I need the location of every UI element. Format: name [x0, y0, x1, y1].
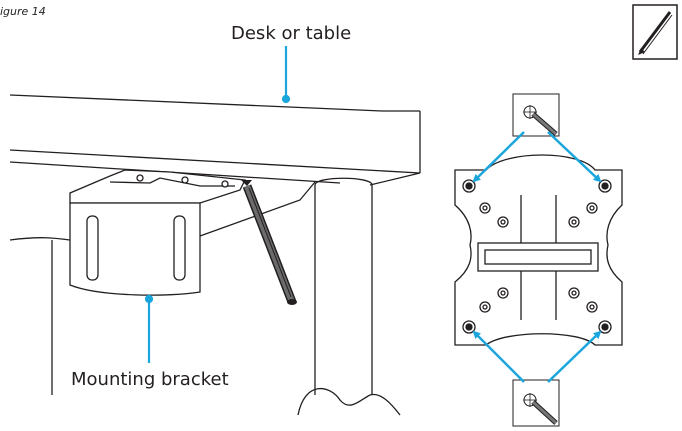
- callout-lines: [144, 46, 291, 363]
- desk-label: Desk or table: [231, 23, 352, 44]
- mounting-bracket-illustration: [69, 169, 247, 296]
- figure-label: igure 14: [0, 5, 46, 18]
- vesa-plate: [454, 154, 623, 346]
- pencil-icon: [632, 4, 678, 60]
- marking-pencil: [241, 180, 297, 305]
- bracket-label: Mounting bracket: [71, 369, 229, 390]
- pencil-mark-inset-top: [512, 93, 560, 137]
- pencil-mark-inset-bottom: [512, 379, 560, 427]
- hole-arrows: [472, 131, 602, 383]
- desk-illustration: [9, 94, 421, 416]
